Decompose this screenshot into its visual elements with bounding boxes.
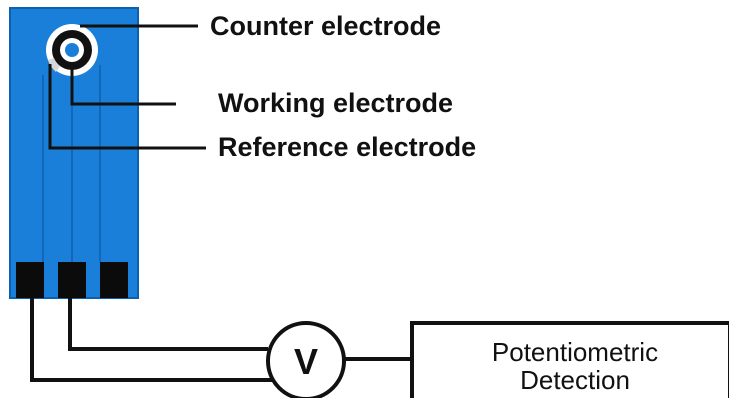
leader-lines [48, 24, 206, 150]
detector-label-line1: Potentiometric [492, 337, 658, 367]
working-electrode-core [65, 43, 79, 57]
reference-leader-line [48, 64, 206, 150]
voltmeter: V [266, 321, 346, 398]
electrode-head [46, 24, 98, 76]
voltmeter-circle [266, 321, 346, 398]
voltmeter-symbol: V [294, 341, 318, 382]
working-leader-line [70, 64, 176, 106]
wire-working-to-meter [68, 298, 268, 351]
wire-reference-to-meter [30, 298, 296, 382]
detector-box: Potentiometric Detection [410, 321, 729, 398]
contact-pad-reference [16, 262, 44, 298]
detector-label-line2: Detection [520, 365, 630, 395]
counter-electrode-label: Counter electrode [210, 11, 441, 41]
working-electrode-label: Working electrode [218, 88, 453, 118]
reference-electrode-label: Reference electrode [218, 132, 476, 162]
contact-pad-counter [100, 262, 128, 298]
detector-frame [410, 321, 729, 398]
reference-electrode-arc [48, 58, 60, 72]
contact-pads [16, 262, 128, 298]
contact-pad-working [58, 262, 86, 298]
circuit-wires [30, 298, 412, 382]
